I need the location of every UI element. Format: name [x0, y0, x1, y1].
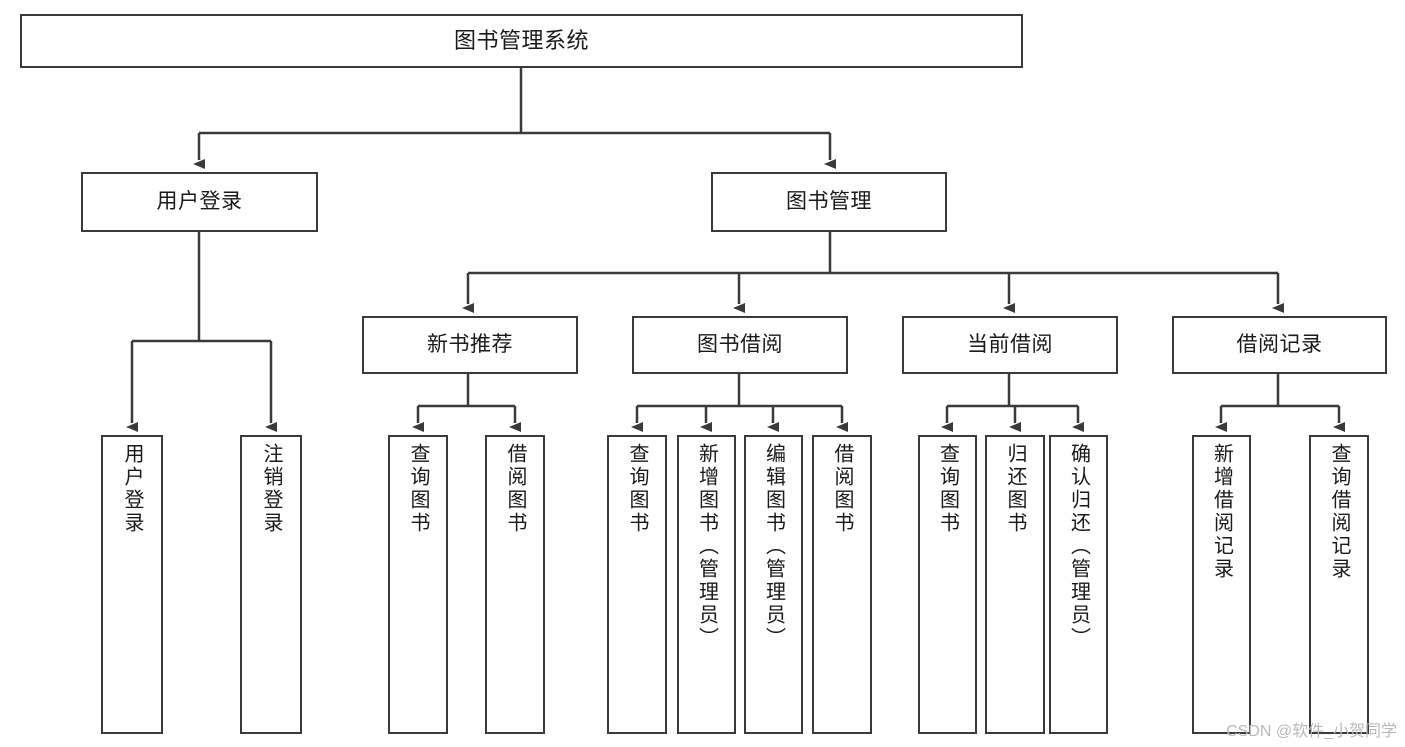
node-leaf-logout-label: 注销登录 — [260, 443, 282, 535]
node-leaf-return-book-label: 归还图书 — [1004, 443, 1026, 535]
node-leaf-borrow-book-rec-label: 借阅图书 — [504, 443, 526, 535]
node-user-login-label: 用户登录 — [156, 189, 243, 213]
node-leaf-add-book[interactable]: 新增图书（管理员） — [677, 435, 736, 734]
node-user-login[interactable]: 用户登录 — [81, 172, 318, 232]
node-leaf-add-record-label: 新增借阅记录 — [1210, 443, 1233, 581]
watermark: CSDN @软件_小贺同学 — [1226, 723, 1397, 740]
node-leaf-user-login-label: 用户登录 — [121, 443, 143, 535]
node-root-label: 图书管理系统 — [453, 28, 589, 54]
node-leaf-query-book-rec-label: 查询图书 — [407, 443, 429, 535]
node-leaf-query-book-borrow-label: 查询图书 — [626, 443, 648, 535]
node-leaf-confirm-return-label: 确认归还（管理员） — [1067, 443, 1090, 650]
node-leaf-user-login[interactable]: 用户登录 — [101, 435, 163, 734]
node-leaf-borrow-book-label: 借阅图书 — [831, 443, 853, 535]
node-borrow-record-label: 借阅记录 — [1236, 332, 1323, 356]
node-leaf-borrow-book-rec[interactable]: 借阅图书 — [485, 435, 545, 734]
node-leaf-logout[interactable]: 注销登录 — [240, 435, 302, 734]
node-new-book-rec-label: 新书推荐 — [427, 332, 513, 356]
node-leaf-borrow-book[interactable]: 借阅图书 — [812, 435, 872, 734]
node-root[interactable]: 图书管理系统 — [20, 14, 1023, 68]
node-leaf-confirm-return[interactable]: 确认归还（管理员） — [1049, 435, 1108, 734]
node-current-borrow[interactable]: 当前借阅 — [902, 316, 1118, 374]
node-leaf-query-book-rec[interactable]: 查询图书 — [388, 435, 448, 734]
node-borrow-record[interactable]: 借阅记录 — [1172, 316, 1387, 374]
node-book-borrow[interactable]: 图书借阅 — [632, 316, 848, 374]
node-leaf-edit-book[interactable]: 编辑图书（管理员） — [744, 435, 803, 734]
node-new-book-rec[interactable]: 新书推荐 — [362, 316, 578, 374]
node-leaf-edit-book-label: 编辑图书（管理员） — [762, 443, 785, 650]
node-book-manage-label: 图书管理 — [786, 189, 872, 213]
node-current-borrow-label: 当前借阅 — [967, 332, 1053, 356]
node-leaf-add-record[interactable]: 新增借阅记录 — [1192, 435, 1251, 734]
node-leaf-query-record[interactable]: 查询借阅记录 — [1309, 435, 1369, 734]
node-leaf-query-record-label: 查询借阅记录 — [1328, 443, 1350, 581]
node-leaf-return-book[interactable]: 归还图书 — [985, 435, 1045, 734]
node-leaf-add-book-label: 新增图书（管理员） — [695, 443, 718, 650]
node-book-manage[interactable]: 图书管理 — [711, 172, 947, 232]
node-leaf-query-book-cur-label: 查询图书 — [936, 443, 959, 535]
node-leaf-query-book-borrow[interactable]: 查询图书 — [607, 435, 667, 734]
node-leaf-query-book-cur[interactable]: 查询图书 — [918, 435, 977, 734]
node-book-borrow-label: 图书借阅 — [697, 332, 783, 356]
